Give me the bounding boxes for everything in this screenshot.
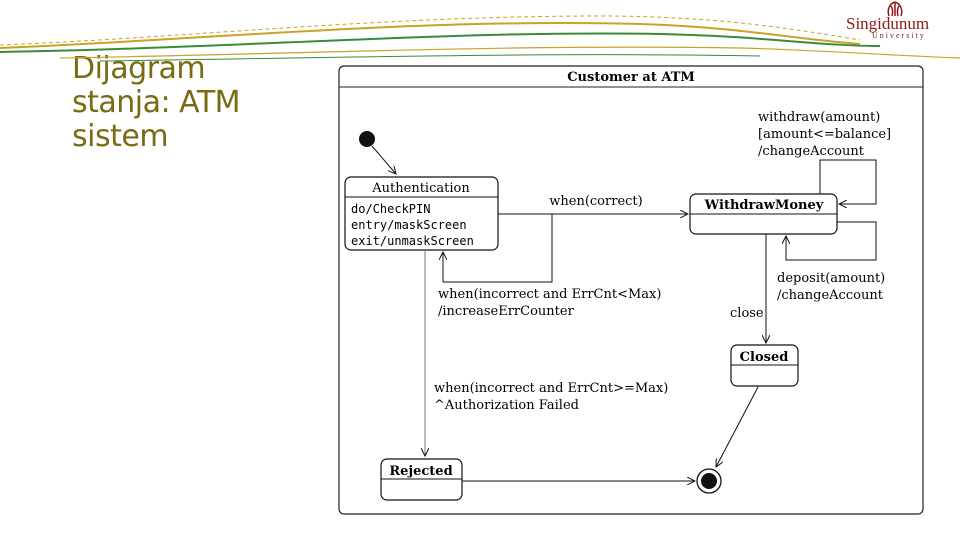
university-logo-icon	[887, 1, 903, 17]
label-auth-failed-signal: ^Authorization Failed	[434, 398, 579, 413]
initial-transition	[371, 145, 396, 174]
state-closed: Closed	[730, 344, 799, 387]
label-increase-err-condition: when(incorrect and ErrCnt<Max)	[438, 287, 661, 302]
label-withdraw-event: withdraw(amount)	[758, 110, 880, 125]
transition-deposit-self	[786, 221, 877, 261]
slide-title: Dijagram stanja: ATM sistem	[72, 51, 241, 154]
activity-exit: exit/unmaskScreen	[351, 234, 474, 248]
frame-title: Customer at ATM	[567, 70, 695, 85]
state-rejected-name: Rejected	[389, 464, 452, 479]
activity-entry: entry/maskScreen	[351, 218, 467, 232]
transition-closed-final	[716, 386, 759, 467]
transition-increase-err	[443, 213, 553, 283]
label-auth-failed-condition: when(incorrect and ErrCnt>=Max)	[434, 381, 668, 396]
state-rejected: Rejected	[380, 458, 463, 501]
initial-state	[359, 131, 375, 147]
state-closed-name: Closed	[740, 350, 789, 365]
state-authentication-name: Authentication	[371, 181, 470, 196]
state-authentication: Authentication do/CheckPIN entry/maskScr…	[344, 176, 499, 251]
label-close: close	[730, 306, 764, 321]
label-when-correct: when(correct)	[549, 194, 642, 209]
logo-name: Singidunum	[846, 14, 930, 33]
label-deposit-action: /changeAccount	[777, 288, 884, 303]
activity-do: do/CheckPIN	[351, 202, 430, 216]
transition-withdraw-self	[819, 159, 877, 204]
final-state	[696, 468, 722, 494]
header-decoration	[0, 15, 960, 62]
label-withdraw-guard: [amount<=balance]	[758, 127, 891, 142]
state-withdraw-money: WithdrawMoney	[689, 193, 838, 235]
state-withdraw-money-name: WithdrawMoney	[704, 198, 824, 213]
label-withdraw-action: /changeAccount	[758, 144, 865, 159]
label-increase-err-action: /increaseErrCounter	[438, 304, 575, 319]
logo-subtitle: University	[872, 31, 926, 40]
label-deposit-event: deposit(amount)	[777, 271, 885, 286]
